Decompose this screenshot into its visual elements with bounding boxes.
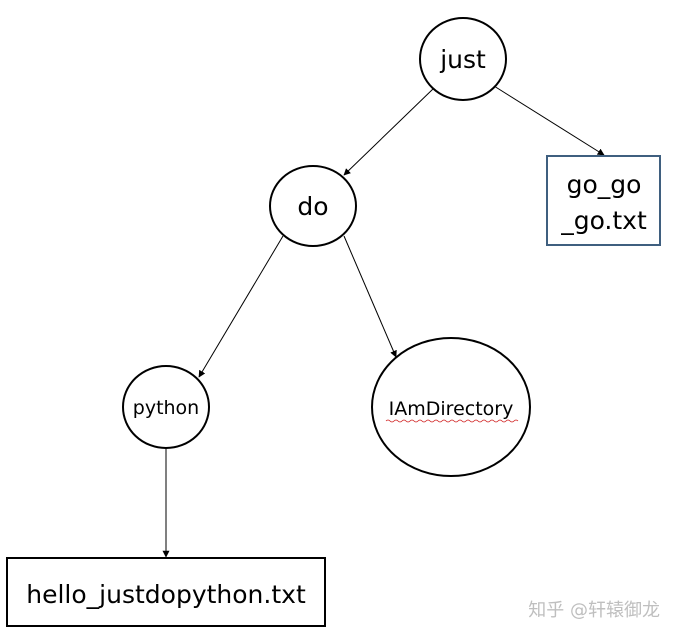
edge-do-python bbox=[198, 235, 284, 378]
node-python: python bbox=[122, 365, 210, 449]
watermark-text: 知乎 @轩辕御龙 bbox=[528, 600, 660, 621]
node-iamdirectory: IAmDirectory bbox=[371, 337, 531, 477]
node-hello-justdopython-txt: hello_justdopython.txt bbox=[6, 557, 326, 627]
node-do: do bbox=[269, 165, 357, 247]
node-go-go-go-label-line1: go_go bbox=[567, 170, 642, 199]
node-hello-label: hello_justdopython.txt bbox=[26, 580, 306, 609]
edge-just-do bbox=[343, 87, 435, 176]
node-just: just bbox=[419, 17, 507, 101]
node-python-label: python bbox=[133, 397, 199, 419]
node-go-go-go-txt: go_go _go.txt bbox=[546, 155, 661, 246]
node-do-label: do bbox=[297, 192, 328, 221]
node-go-go-go-label-line2: _go.txt bbox=[560, 206, 647, 235]
node-iamdirectory-label: IAmDirectory bbox=[389, 398, 514, 420]
spellcheck-underline bbox=[385, 419, 519, 423]
edge-do-iamdirectory bbox=[343, 235, 397, 358]
node-just-label: just bbox=[439, 45, 486, 74]
edge-just-gogogo bbox=[493, 85, 605, 156]
